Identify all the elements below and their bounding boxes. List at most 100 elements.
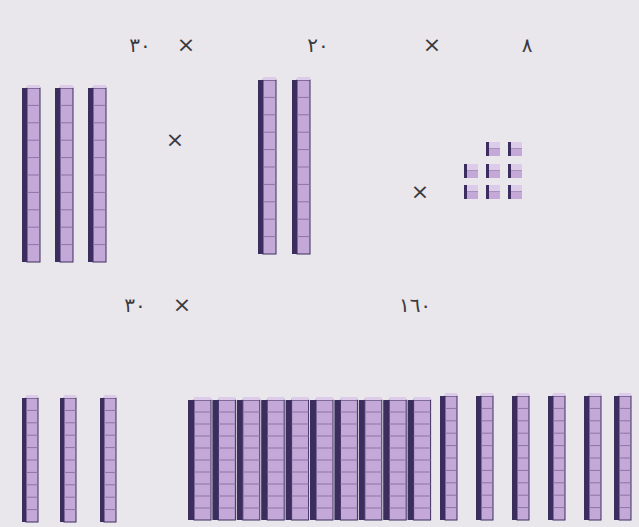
unit-line (340, 448, 357, 449)
unit-line (27, 192, 40, 193)
unit-line (194, 424, 211, 425)
unit-line (481, 420, 493, 421)
rod-face (194, 400, 211, 520)
unit-line (481, 507, 493, 508)
unit-line (365, 508, 382, 509)
unit-line (619, 420, 631, 421)
ten-rod (286, 397, 309, 520)
unit-line (414, 472, 431, 473)
unit-line (104, 410, 116, 411)
cube-top (511, 164, 522, 170)
rod-side (286, 400, 292, 520)
ten-rod (408, 397, 431, 520)
rod-top (292, 397, 309, 400)
unit-line (481, 470, 493, 471)
unit-line (267, 448, 284, 449)
ten-rod (100, 395, 116, 522)
unit-line (218, 412, 235, 413)
unit-line (64, 472, 76, 473)
unit-line (589, 445, 601, 446)
unit-line (517, 458, 529, 459)
unit-line (517, 507, 529, 508)
unit-line (104, 435, 116, 436)
unit-line (316, 412, 333, 413)
cube-face (511, 148, 522, 156)
unit-line (589, 482, 601, 483)
rod-side (476, 396, 481, 520)
cube-body (486, 185, 500, 199)
unit-line (64, 484, 76, 485)
unit-line (218, 424, 235, 425)
unit-line (194, 484, 211, 485)
rod-face (340, 400, 357, 520)
rod-top (414, 397, 431, 400)
unit-line (365, 484, 382, 485)
unit-line (517, 408, 529, 409)
unit-line (26, 497, 38, 498)
unit-line (27, 209, 40, 210)
unit-line (389, 508, 406, 509)
unit-line (517, 445, 529, 446)
ten-rod (212, 397, 235, 520)
cube-top (511, 185, 522, 191)
unit-line (26, 460, 38, 461)
unit-line (481, 458, 493, 459)
unit-line (365, 424, 382, 425)
unit-line (297, 149, 310, 150)
unit-line (389, 412, 406, 413)
unit-line (553, 445, 565, 446)
unit-line (267, 508, 284, 509)
unit-cube (508, 185, 522, 199)
unit-line (26, 509, 38, 510)
rod-side (60, 398, 64, 522)
unit-line (263, 132, 276, 133)
unit-line (292, 424, 309, 425)
unit-line (93, 157, 106, 158)
unit-line (316, 508, 333, 509)
unit-line (340, 484, 357, 485)
unit-line (292, 412, 309, 413)
unit-line (445, 433, 457, 434)
unit-line (414, 424, 431, 425)
rod-side (408, 400, 414, 520)
unit-line (93, 175, 106, 176)
rod-face (365, 400, 382, 520)
unit-line (267, 412, 284, 413)
number-label: ٣٠ (124, 295, 145, 315)
cube-face (489, 191, 500, 199)
unit-line (481, 408, 493, 409)
rod-top (263, 77, 276, 80)
unit-line (316, 436, 333, 437)
unit-line (445, 445, 457, 446)
rod-top (517, 393, 529, 396)
unit-line (553, 458, 565, 459)
unit-line (104, 447, 116, 448)
rod-top (297, 77, 310, 80)
unit-line (619, 445, 631, 446)
unit-line (26, 484, 38, 485)
unit-line (194, 436, 211, 437)
unit-line (297, 201, 310, 202)
unit-line (445, 495, 457, 496)
unit-cube (508, 164, 522, 178)
rod-side (55, 88, 60, 262)
unit-line (60, 209, 73, 210)
unit-line (316, 496, 333, 497)
unit-line (589, 458, 601, 459)
unit-line (365, 412, 382, 413)
ten-rod (292, 77, 310, 254)
rod-top (365, 397, 382, 400)
unit-line (194, 508, 211, 509)
unit-line (340, 436, 357, 437)
rod-side (88, 88, 93, 262)
unit-line (389, 460, 406, 461)
unit-line (619, 433, 631, 434)
cube-face (489, 170, 500, 178)
cube-body (486, 142, 500, 156)
rod-face (619, 396, 631, 520)
rod-face (316, 400, 333, 520)
ten-rod (512, 393, 529, 520)
unit-cube (486, 164, 500, 178)
cube-top (511, 142, 522, 148)
unit-line (60, 244, 73, 245)
